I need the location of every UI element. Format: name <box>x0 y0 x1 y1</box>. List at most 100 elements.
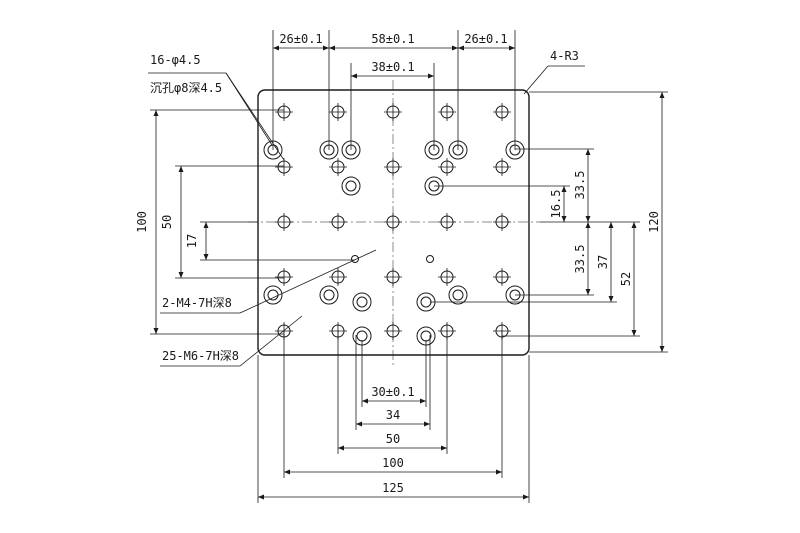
arrowhead <box>509 45 515 51</box>
dim-100-left-label: 100 <box>135 211 149 233</box>
dim-50-bottom-label: 50 <box>386 432 400 446</box>
dimension-arrows <box>153 45 665 500</box>
arrowhead <box>178 272 184 278</box>
extension-lines-top <box>272 30 516 150</box>
corner-radius-leader <box>523 65 585 95</box>
arrowhead <box>659 346 665 352</box>
dim-26-left-label: 26±0.1 <box>279 32 322 46</box>
counterbore-hole <box>416 292 436 312</box>
counterbore-hole <box>448 285 468 305</box>
m6-hole <box>384 268 402 286</box>
arrowhead <box>424 421 430 427</box>
m6-hole <box>438 158 456 176</box>
arrowhead <box>428 73 434 79</box>
arrowhead <box>659 92 665 98</box>
arrowhead <box>496 469 502 475</box>
m6-hole <box>438 213 456 231</box>
arrowhead <box>585 216 591 222</box>
dim-58-label: 58±0.1 <box>371 32 414 46</box>
dim-50-left-label: 50 <box>160 215 174 229</box>
m4-leader <box>160 249 377 314</box>
dim-120-label: 120 <box>647 211 661 233</box>
arrowhead <box>153 110 159 116</box>
arrowhead <box>351 73 357 79</box>
m4-hole <box>426 255 434 263</box>
m6-hole <box>493 213 511 231</box>
m6-label: 25-M6-7H深8 <box>162 349 239 363</box>
arrowhead <box>258 494 264 500</box>
arrowhead <box>608 222 614 228</box>
arrowhead <box>441 445 447 451</box>
m6-hole <box>384 103 402 121</box>
arrowhead <box>284 469 290 475</box>
m6-hole-grid <box>275 103 511 340</box>
m4-holes <box>351 255 434 263</box>
counterbore-hole <box>341 176 361 196</box>
arrowhead <box>356 421 362 427</box>
m6-hole <box>384 158 402 176</box>
through-hole-leader <box>148 72 285 161</box>
arrowhead <box>631 222 637 228</box>
counterbore-hole <box>352 292 372 312</box>
counterbore-hole <box>416 326 436 346</box>
corner-radius-label: 4-R3 <box>550 49 579 63</box>
m6-hole <box>329 268 347 286</box>
arrowhead <box>631 330 637 336</box>
m4-label: 2-M4-7H深8 <box>162 296 232 310</box>
arrowhead <box>203 254 209 260</box>
m6-leader <box>160 315 303 367</box>
dimension-lines-top <box>273 47 515 77</box>
m6-hole <box>493 268 511 286</box>
dim-33-5-upper-label: 33.5 <box>573 171 587 200</box>
counterbore-label: 沉孔φ8深4.5 <box>150 81 222 95</box>
m6-hole <box>384 213 402 231</box>
dim-16-5-label: 16.5 <box>549 190 563 219</box>
m6-hole <box>329 103 347 121</box>
arrowhead <box>153 328 159 334</box>
arrowhead <box>585 222 591 228</box>
arrowhead <box>178 166 184 172</box>
m6-hole <box>275 158 293 176</box>
plate-outline <box>257 89 530 356</box>
dim-17-label: 17 <box>185 234 199 248</box>
arrowhead <box>420 398 426 404</box>
m6-hole <box>329 158 347 176</box>
dimension-lines-left <box>150 109 355 335</box>
arrowhead <box>203 222 209 228</box>
m6-hole <box>275 268 293 286</box>
arrowhead <box>585 289 591 295</box>
arrowhead <box>362 398 368 404</box>
m6-hole <box>438 268 456 286</box>
arrowhead <box>338 445 344 451</box>
arrowhead <box>458 45 464 51</box>
arrowhead <box>523 494 529 500</box>
dim-30-label: 30±0.1 <box>371 385 414 399</box>
arrowhead <box>608 296 614 302</box>
arrowhead <box>561 186 567 192</box>
dim-100-bottom-label: 100 <box>382 456 404 470</box>
arrowhead <box>561 216 567 222</box>
dim-33-5-lower-label: 33.5 <box>573 245 587 274</box>
through-hole-label: 16-φ4.5 <box>150 53 201 67</box>
counterbore-hole <box>319 285 339 305</box>
dim-52-label: 52 <box>619 272 633 286</box>
arrowhead <box>323 45 329 51</box>
extension-lines-bottom <box>257 330 530 503</box>
dim-38-label: 38±0.1 <box>371 60 414 74</box>
dim-37-label: 37 <box>596 255 610 269</box>
dim-125-label: 125 <box>382 481 404 495</box>
m6-hole <box>493 158 511 176</box>
arrowhead <box>329 45 335 51</box>
dim-34-label: 34 <box>386 408 400 422</box>
m6-hole <box>329 213 347 231</box>
m6-hole <box>275 103 293 121</box>
dimension-lines-right <box>430 91 668 353</box>
dim-26-right-label: 26±0.1 <box>464 32 507 46</box>
arrowhead <box>452 45 458 51</box>
m6-hole <box>275 213 293 231</box>
counterbore-hole <box>352 326 372 346</box>
arrowhead <box>585 149 591 155</box>
m6-hole <box>493 103 511 121</box>
m6-hole <box>438 103 456 121</box>
